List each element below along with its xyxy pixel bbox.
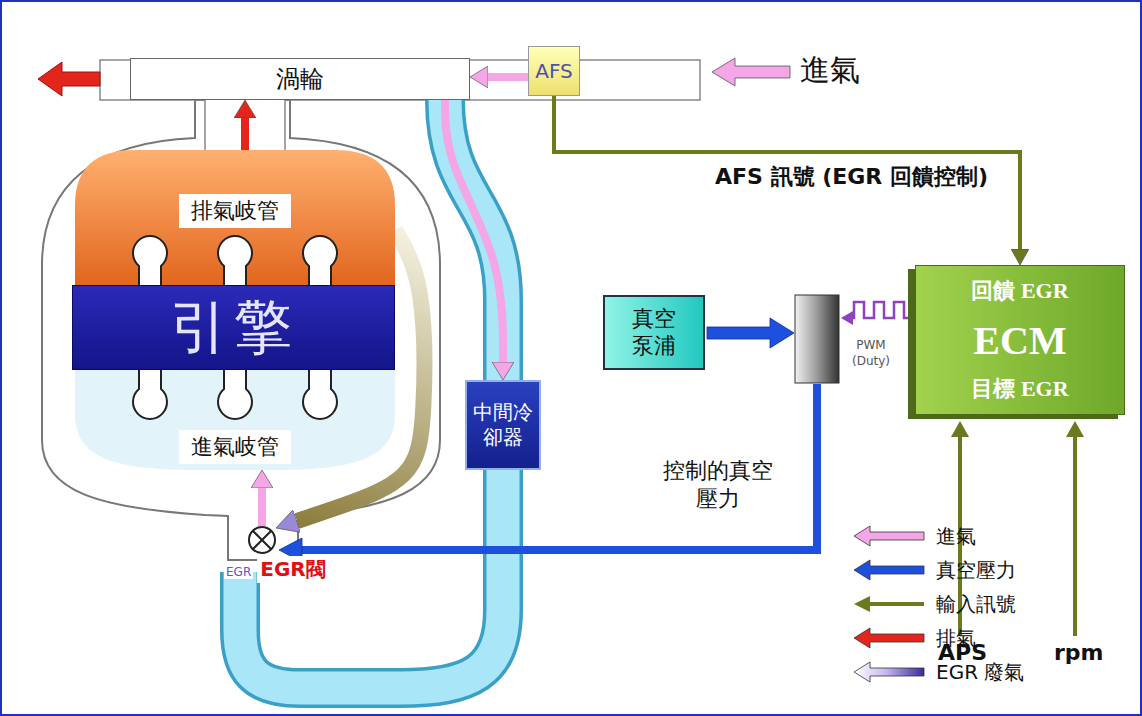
part-label: 進氣岐管 (179, 430, 291, 464)
legend-swatch (852, 660, 926, 684)
exhaust-port (303, 236, 337, 285)
legend-label: 進氣 (936, 523, 976, 550)
edge-label: AFS 訊號 (EGR 回饋控制) (712, 162, 991, 192)
turbo-box: 渦輪 (130, 58, 470, 100)
intake-port (303, 370, 337, 419)
valve-label-group: EGR EGR閥 (224, 556, 329, 583)
legend: 進氣真空壓力輸入訊號排氣 EGR 廢氣 (852, 522, 1024, 686)
legend-row: 真空壓力 (852, 556, 1024, 584)
feedback-signal-line (554, 96, 1020, 249)
intake-flow-arrow (488, 73, 528, 81)
exhaust-manifold: 排氣岐管 (75, 150, 395, 285)
vacuum-arrow (707, 318, 794, 348)
part-label: 真空泵浦 (626, 306, 682, 359)
legend-swatch (852, 626, 926, 650)
exhaust-pipe (205, 98, 285, 152)
legend-row: EGR 廢氣 (852, 658, 1024, 686)
intake-manifold: 進氣岐管 (75, 370, 395, 470)
pwm-signal-wave (850, 302, 914, 318)
rpm-signal-line (1073, 436, 1077, 636)
turbo-label: 渦輪 (276, 63, 324, 95)
solenoid-valve (795, 295, 839, 383)
intake-label: 進氣 (800, 50, 860, 91)
signal-name: PWM (Duty) (846, 338, 896, 369)
intake-port (133, 370, 167, 419)
legend-row: 進氣 (852, 522, 1024, 550)
sensor-label: AFS (535, 59, 573, 83)
legend-swatch (852, 592, 926, 616)
aps-arrowhead (951, 421, 969, 437)
valve-label: EGR閥 (257, 556, 328, 583)
engine-block: 引擎 (72, 285, 395, 370)
exhaust-flow-arrow (241, 118, 249, 150)
exhaust-port (133, 236, 167, 285)
legend-label: 排氣 (936, 625, 976, 652)
egr-valve-outline (248, 526, 276, 554)
egr-valve: EGREGR閥 (248, 526, 276, 554)
air-flow-sensor-box: AFS (528, 46, 580, 96)
vacuum-control-label: 控制的真空壓力 (660, 457, 776, 512)
ecm-feedback-label: 回饋 EGR (971, 276, 1068, 306)
part-label: 中間冷卻器 (471, 400, 535, 450)
legend-row: 排氣 (852, 624, 1024, 652)
manifold-shell (42, 100, 440, 560)
pwm-arrowhead (841, 311, 853, 325)
intake-port (218, 370, 252, 419)
valve-symbol-label: EGR (224, 565, 253, 579)
part-label: 排氣岐管 (179, 194, 291, 228)
legend-swatch (852, 524, 926, 548)
vacuum-pump-box: 真空泵浦 (603, 295, 705, 370)
exhaust-out-arrow (38, 62, 100, 96)
ecm-box: 回饋 EGR ECM 目標 EGR (915, 265, 1125, 415)
signal-name: rpm (1054, 640, 1104, 665)
intake-flow-arrow (258, 488, 266, 526)
legend-label: EGR 廢氣 (936, 659, 1024, 686)
rpm-arrowhead (1066, 421, 1084, 437)
legend-label: 真空壓力 (936, 557, 1016, 584)
legend-row: 輸入訊號 (852, 590, 1024, 618)
ecm-target-label: 目標 EGR (971, 374, 1068, 404)
part-label: 引擎 (170, 289, 298, 367)
intercooler-box: 中間冷卻器 (465, 380, 541, 470)
legend-swatch (852, 558, 926, 582)
intake-flow-arrow (445, 100, 503, 362)
legend-label: 輸入訊號 (936, 591, 1016, 618)
intake-arrow (712, 58, 790, 86)
ecm-label: ECM (973, 317, 1066, 364)
exhaust-port (218, 236, 252, 285)
